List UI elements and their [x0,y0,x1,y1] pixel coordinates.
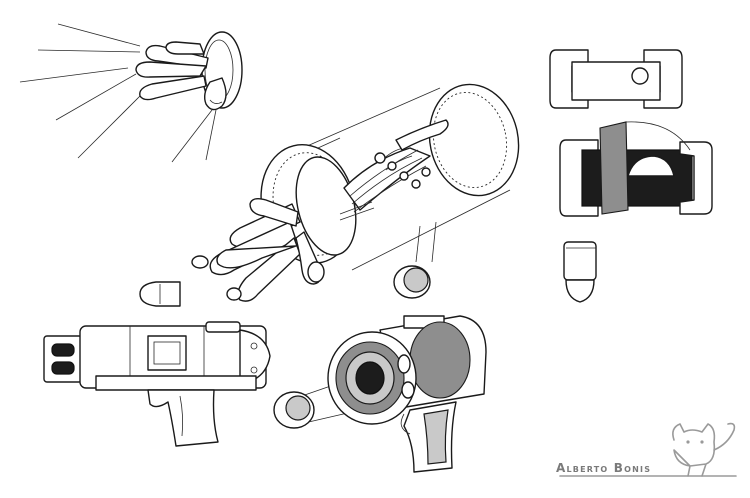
clip-part-top [549,49,683,109]
canister-sketch [393,221,437,299]
bullet-cartridge-sketch [563,241,597,303]
clip-part-open [559,121,713,217]
capsule-tip-sketch [139,281,181,307]
blaster-front-view [273,315,487,473]
blaster-side-view [43,321,271,447]
arm-cylinder-sketch [191,83,520,302]
artist-signature: Alberto Bonis [556,461,652,475]
hand-projector-sketch [19,23,243,163]
projection-rays [19,23,217,163]
cat-doodle-icon [559,422,737,477]
